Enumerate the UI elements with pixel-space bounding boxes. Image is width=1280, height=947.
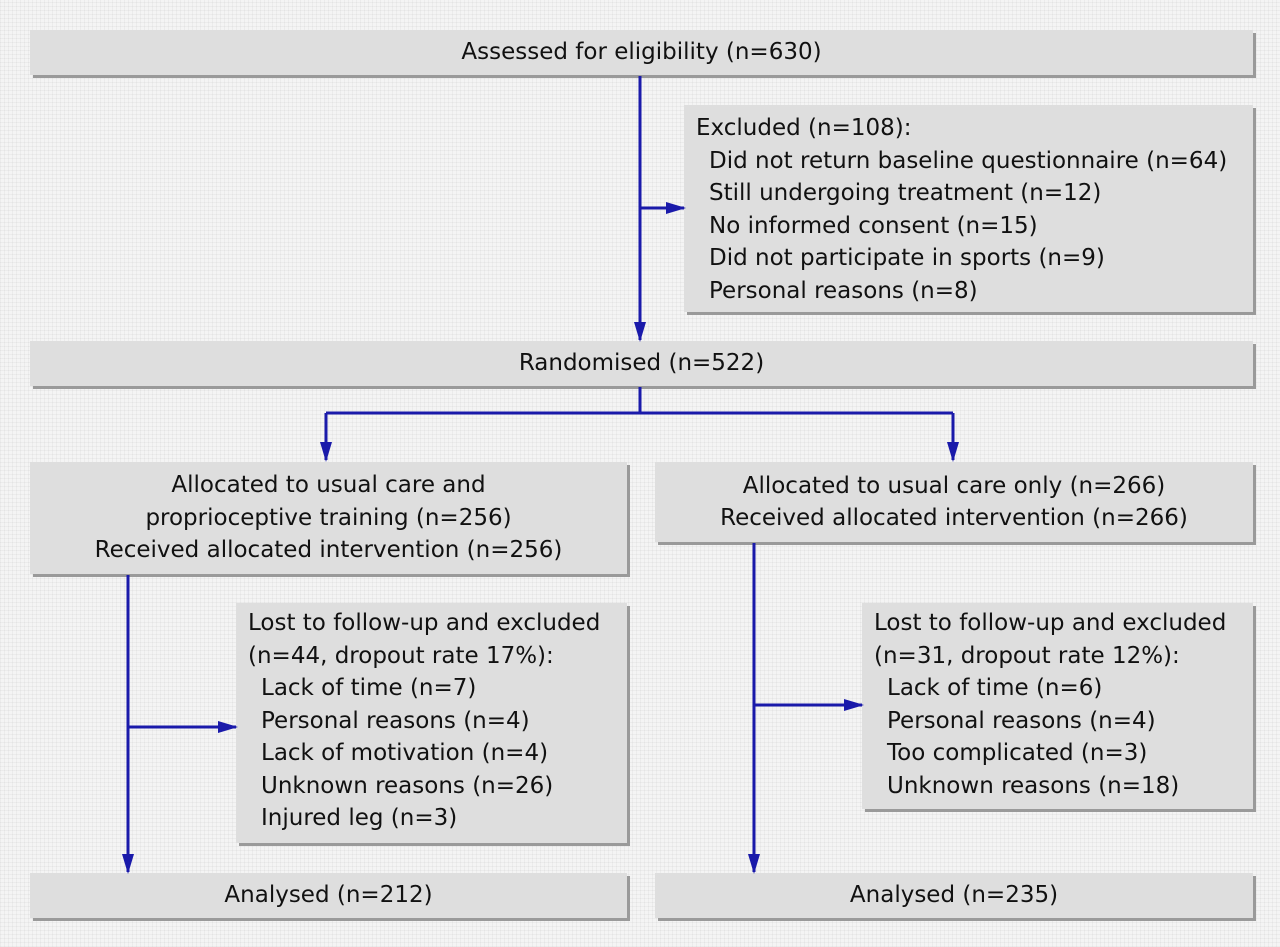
right-lost-item: Unknown reasons (n=18) xyxy=(887,772,1180,799)
excluded-item: Still undergoing treatment (n=12) xyxy=(709,180,1102,206)
left-lost-item: Injured leg (n=3) xyxy=(261,805,458,831)
left-analysed-text: Analysed (n=212) xyxy=(224,882,433,909)
left-lost-item: Unknown reasons (n=26) xyxy=(261,772,554,799)
excluded-item: No informed consent (n=15) xyxy=(709,212,1038,239)
left-lost-item: Personal reasons (n=4) xyxy=(261,707,530,734)
right-lost-box: Lost to follow-up and excluded (n=31, dr… xyxy=(862,603,1253,809)
excluded-box: Excluded (n=108): Did not return baselin… xyxy=(684,105,1253,312)
left-lost-item: Lack of motivation (n=4) xyxy=(261,740,549,766)
assessed-box: Assessed for eligibility (n=630) xyxy=(30,30,1253,75)
randomised-split-line xyxy=(326,387,953,415)
right-lost-item: Personal reasons (n=4) xyxy=(887,707,1156,734)
excluded-title: Excluded (n=108): xyxy=(696,115,912,141)
left-lost-title: Lost to follow-up and excluded xyxy=(248,610,601,636)
right-lost-title: (n=31, dropout rate 12%): xyxy=(874,642,1180,669)
randomised-text: Randomised (n=522) xyxy=(518,350,765,377)
left-lost-title: (n=44, dropout rate 17%): xyxy=(248,642,554,669)
left-allocation-line: Allocated to usual care and xyxy=(171,472,486,499)
right-allocation-line: Received allocated intervention (n=266) xyxy=(720,505,1188,531)
excluded-item: Personal reasons (n=8) xyxy=(709,277,978,304)
assessed-text: Assessed for eligibility (n=630) xyxy=(461,39,822,66)
randomised-box: Randomised (n=522) xyxy=(30,341,1253,386)
excluded-item: Did not participate in sports (n=9) xyxy=(709,245,1105,271)
right-allocation-line: Allocated to usual care only (n=266) xyxy=(742,472,1166,499)
left-lost-item: Lack of time (n=7) xyxy=(261,675,477,701)
right-lost-title: Lost to follow-up and excluded xyxy=(874,610,1227,636)
left-analysed-box: Analysed (n=212) xyxy=(30,873,627,918)
right-analysed-box: Analysed (n=235) xyxy=(655,873,1253,918)
right-lost-item: Too complicated (n=3) xyxy=(887,740,1148,766)
right-lost-item: Lack of time (n=6) xyxy=(887,675,1103,701)
left-allocation-line: proprioceptive training (n=256) xyxy=(145,504,512,531)
left-allocation-line: Received allocated intervention (n=256) xyxy=(94,537,563,564)
left-allocation-box: Allocated to usual care and propriocepti… xyxy=(30,462,627,574)
right-analysed-text: Analysed (n=235) xyxy=(849,882,1059,909)
excluded-item: Did not return baseline questionnaire (n… xyxy=(709,147,1228,174)
right-allocation-box: Allocated to usual care only (n=266) Rec… xyxy=(655,462,1253,542)
left-lost-box: Lost to follow-up and excluded (n=44, dr… xyxy=(236,603,627,843)
